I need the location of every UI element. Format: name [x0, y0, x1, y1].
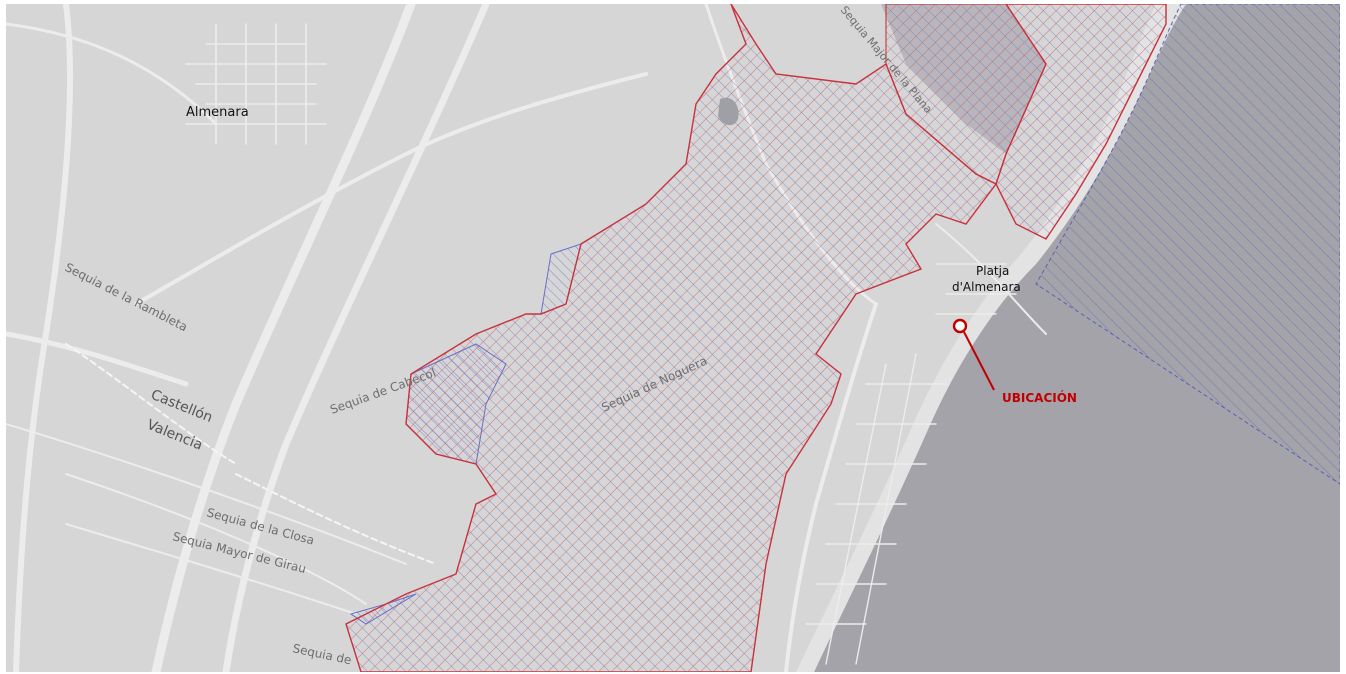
water-body [718, 97, 739, 126]
place-label-platja-line2: d'Almenara [952, 280, 1021, 294]
map-canvas[interactable]: Almenara Platja d'Almenara Sequia de la … [6, 4, 1340, 672]
location-marker[interactable]: UBICACIÓN [952, 318, 1077, 405]
marker-label: UBICACIÓN [1002, 390, 1077, 405]
sea-hatch-zone [1035, 4, 1340, 485]
marker-leader-line [963, 331, 995, 391]
road-network [6, 4, 1047, 672]
place-label-almenara: Almenara [186, 105, 249, 120]
place-label-platja-line1: Platja [976, 264, 1009, 278]
protected-zone-north [885, 4, 1047, 185]
location-pin-icon[interactable] [952, 318, 968, 334]
